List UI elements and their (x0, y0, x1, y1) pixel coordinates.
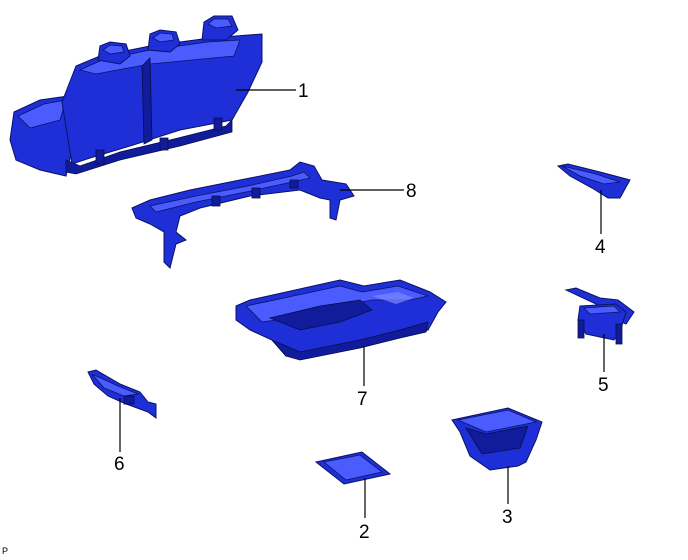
callout-5: 5 (598, 375, 609, 396)
part-3-storage-box (451, 407, 543, 471)
callout-1: 1 (298, 81, 309, 102)
part-1-rear-seat (9, 15, 263, 177)
callout-3: 3 (502, 507, 513, 528)
callout-4: 4 (595, 237, 606, 258)
part-7-console-tray (235, 279, 447, 361)
callout-2: 2 (359, 522, 370, 543)
part-8-bracket (131, 161, 355, 269)
callout-6: 6 (114, 454, 125, 475)
part-2-flat-mat (314, 451, 392, 485)
callout-7: 7 (357, 389, 368, 410)
part-6-side-trim (87, 369, 157, 419)
part-5-bracket-box (564, 287, 635, 345)
part-4-trim-cover (556, 163, 631, 199)
callout-8: 8 (406, 181, 417, 202)
leader-lines (119, 89, 605, 518)
corner-mark: P (2, 546, 9, 556)
callout-labels: 1 8 4 5 7 6 2 3 (114, 81, 609, 543)
